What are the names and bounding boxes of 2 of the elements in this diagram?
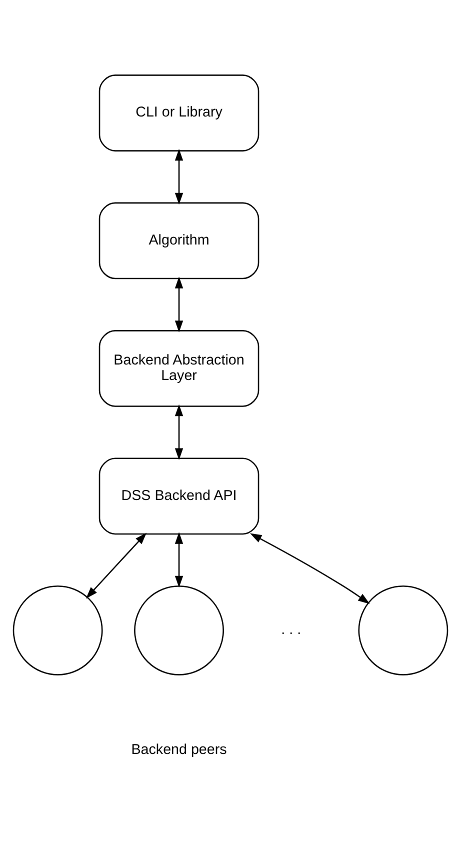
label: Backend peers [131, 741, 227, 758]
label: . . . [281, 622, 302, 638]
